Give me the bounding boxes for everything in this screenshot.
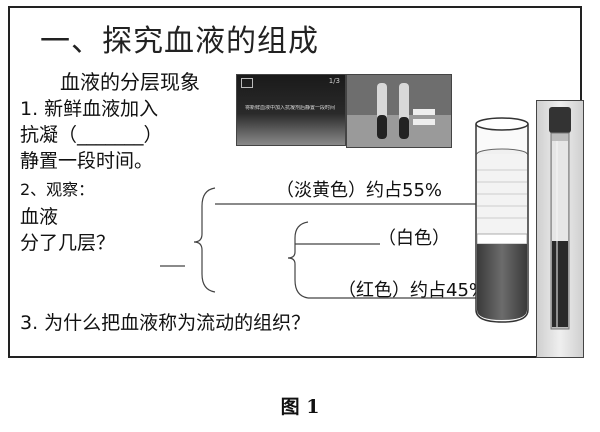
- layer-bracket-diagram: [160, 187, 490, 299]
- video-counter: 1/3: [328, 77, 340, 85]
- test-tubes-photo: [346, 74, 452, 148]
- layers-question: 分了几层？: [20, 232, 116, 254]
- subtitle: 血液的分层现象: [60, 70, 200, 94]
- blood-word: 血液: [20, 206, 59, 228]
- blood-tube-photo: [536, 100, 584, 358]
- step2-label: 2、观察：: [20, 180, 95, 199]
- label-white-layer: （白色）: [378, 228, 450, 249]
- step3-question: 3. 为什么把血液称为流动的组织？: [20, 312, 311, 334]
- figure-caption: 图 1: [280, 396, 320, 418]
- step1-line3: 静置一段时间。: [20, 150, 154, 172]
- page-title: 一、探究血液的组成: [40, 24, 319, 59]
- label-plasma: （淡黄色）约占55%: [276, 180, 443, 201]
- test-tubes-illustration: [347, 75, 451, 147]
- slide-frame: 一、探究血液的组成 血液的分层现象 1/3 将新鲜血液中加入抗凝剂后静置一段时间…: [8, 6, 584, 358]
- step1-line2: 抗凝（_______）: [20, 124, 163, 146]
- video-icon: [241, 78, 253, 88]
- video-thumbnail: 1/3 将新鲜血液中加入抗凝剂后静置一段时间: [236, 74, 346, 146]
- label-red-layer: （红色）约占45%: [338, 280, 487, 301]
- step1-line1: 1. 新鲜血液加入: [20, 98, 159, 120]
- vacutainer-illustration: [549, 107, 571, 330]
- tube-illustration: [475, 117, 529, 323]
- video-text: 将新鲜血液中加入抗凝剂后静置一段时间: [245, 105, 336, 111]
